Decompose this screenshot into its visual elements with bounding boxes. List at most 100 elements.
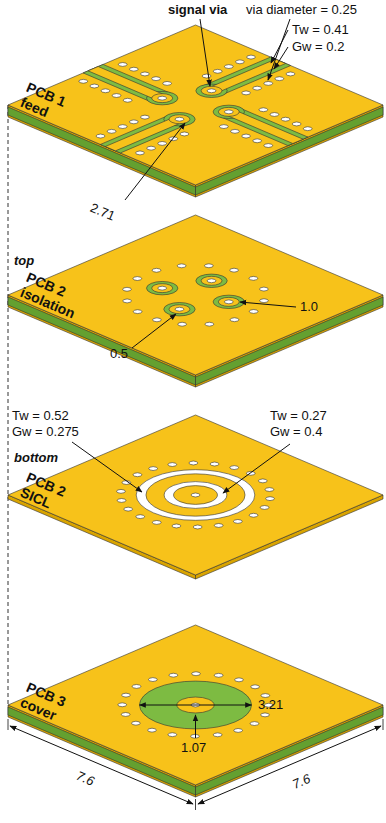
leader-line: [240, 302, 296, 307]
via-hole: [240, 133, 252, 138]
leader-line: [140, 705, 252, 706]
via-hole: [248, 721, 260, 726]
via-hole: [117, 62, 129, 67]
leader-line: [271, 30, 288, 63]
leader-line: [198, 726, 381, 804]
via-hole: [189, 734, 201, 739]
dimension-label: Gw = 0.275: [12, 424, 79, 439]
via-hole: [88, 83, 100, 88]
via-hole: [105, 129, 117, 134]
via-hole: [205, 88, 217, 93]
via-hole: [262, 143, 274, 148]
via-hole: [262, 81, 274, 86]
via-hole: [232, 519, 244, 524]
dimension-label: 1.07: [181, 740, 206, 755]
via-hole: [146, 728, 158, 733]
layer-side: bottom: [14, 450, 58, 465]
via-antipad: [207, 292, 251, 311]
copper-top: [8, 625, 383, 785]
via-hole: [131, 309, 143, 314]
via-hole: [213, 523, 225, 528]
via-hole: [258, 505, 270, 510]
via-hole: [119, 712, 131, 717]
via-pad: [197, 274, 227, 287]
via-hole: [176, 322, 188, 327]
via-hole: [245, 54, 257, 59]
via-hole: [110, 93, 122, 98]
via-pad: [197, 84, 227, 97]
leader-line: [72, 442, 142, 492]
via-hole: [187, 460, 199, 465]
via-pad: [147, 92, 177, 105]
via-hole: [208, 461, 220, 466]
via-hole: [273, 76, 285, 81]
leader-line: [223, 444, 290, 493]
via-hole: [189, 492, 201, 497]
via-hole: [150, 268, 162, 273]
via-hole: [115, 489, 127, 494]
via-hole: [151, 520, 163, 525]
leader-line: [268, 19, 290, 80]
sicl-inner-conductor: [164, 482, 226, 509]
via-hole: [151, 317, 163, 322]
via-hole: [167, 673, 179, 678]
via-hole: [178, 131, 190, 136]
via-hole: [166, 462, 178, 467]
via-hole: [134, 150, 146, 155]
via-hole: [257, 107, 269, 112]
via-hole: [290, 121, 302, 126]
via-hole: [279, 117, 291, 122]
via-hole: [247, 513, 259, 518]
leader-line: [195, 715, 196, 738]
via-hole: [134, 514, 146, 519]
copper-top: [8, 25, 383, 185]
leader-line: [132, 314, 176, 348]
dimension-label: via diameter = 0.25: [246, 2, 357, 17]
via-hole: [200, 73, 212, 78]
board-top: [8, 25, 383, 185]
via-hole: [130, 684, 142, 689]
via-pad: [165, 113, 195, 126]
via-hole: [258, 286, 270, 291]
via-hole: [264, 496, 276, 501]
via-hole: [245, 471, 257, 476]
via-hole: [161, 81, 173, 86]
via-hole: [212, 673, 224, 678]
via-pad: [147, 282, 177, 295]
via-hole: [228, 465, 240, 470]
via-hole: [268, 112, 280, 117]
dimension-label: Gw = 0.2: [292, 39, 344, 54]
via-hole: [223, 109, 235, 114]
via-hole: [175, 263, 187, 268]
board-top: [8, 415, 383, 575]
via-hole: [205, 278, 217, 283]
via-hole: [139, 114, 151, 119]
via-hole: [233, 677, 245, 682]
via-hole: [223, 64, 235, 69]
via-hole: [212, 69, 224, 74]
extension-line: [383, 719, 384, 730]
via-hole: [251, 138, 263, 143]
via-antipad: [189, 271, 233, 290]
cpw-slot: [202, 57, 291, 95]
via-hole: [263, 487, 275, 492]
cover-cavity: [116, 671, 274, 739]
leader-line: [125, 123, 185, 200]
via-hole: [115, 498, 127, 503]
via-hole: [228, 317, 240, 322]
dimension-label: 1.0: [300, 299, 318, 314]
copper-top: [8, 215, 383, 375]
via-hole: [120, 692, 132, 697]
dimension-label: 2.71: [88, 200, 117, 224]
via-hole: [117, 124, 129, 129]
pcb-feed: [8, 25, 383, 197]
via-hole: [147, 466, 159, 471]
via-pad: [214, 106, 244, 119]
via-pad: [214, 296, 244, 309]
extension-line: [195, 799, 196, 810]
board-top: [8, 625, 383, 785]
via-hole: [145, 146, 157, 151]
via-hole: [131, 472, 143, 477]
via-hole: [131, 276, 143, 281]
layer-side: top: [14, 253, 34, 268]
